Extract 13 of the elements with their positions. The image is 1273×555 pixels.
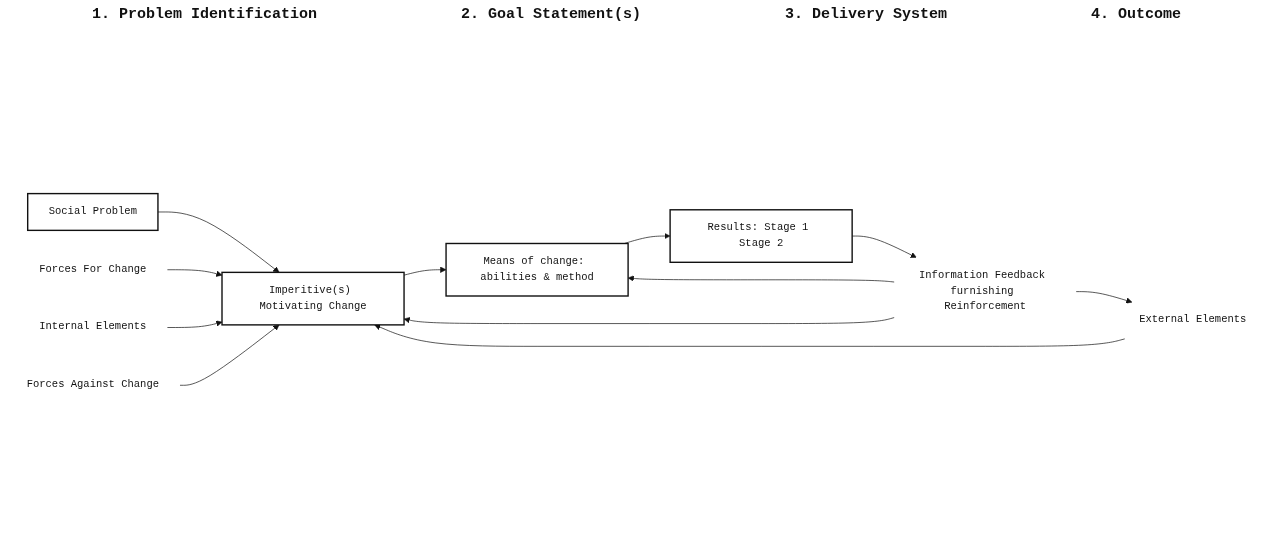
node-box: Results: Stage 1 Stage 2 [669, 208, 853, 263]
stage-heading: 1. Problem Identification [92, 6, 318, 25]
node-text: External Elements [1139, 313, 1247, 326]
node-box: Imperitive(s) Motivating Change [221, 271, 405, 326]
node-text: Internal Elements [39, 320, 147, 333]
node-text: Forces Against Change [26, 378, 159, 391]
node-text: Information Feedback furnishing Reinforcement [919, 269, 1046, 313]
stage-heading: 4. Outcome [1091, 6, 1181, 25]
node-box: Social Problem [27, 192, 159, 231]
node-text: Forces For Change [39, 263, 147, 276]
node-box: Means of change: abilities & method [445, 242, 629, 297]
stage-heading: 2. Goal Statement(s) [461, 6, 642, 25]
stage-heading: 3. Delivery System [785, 6, 948, 25]
